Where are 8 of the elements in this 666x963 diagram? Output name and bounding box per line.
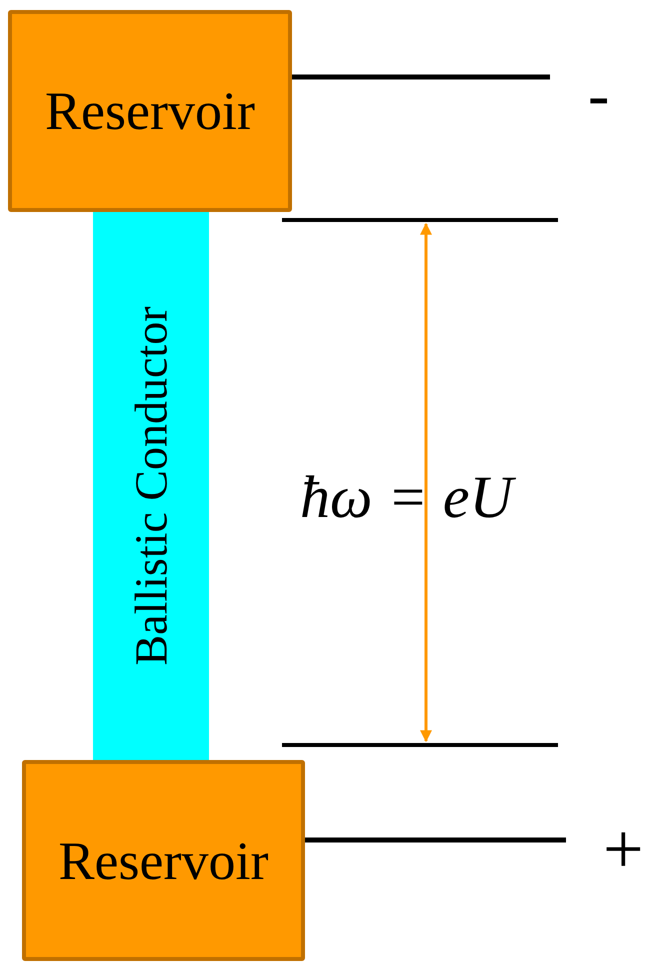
conductor-band — [93, 212, 209, 760]
node-label: Reservoir — [58, 830, 268, 892]
polarity-sign: - — [588, 58, 610, 132]
node-label: Ballistic Conductor — [124, 306, 178, 666]
reservoir-box — [22, 760, 305, 961]
polarity-sign: + — [603, 808, 644, 891]
reservoir-box — [8, 10, 292, 212]
node-label: Reservoir — [45, 80, 255, 142]
